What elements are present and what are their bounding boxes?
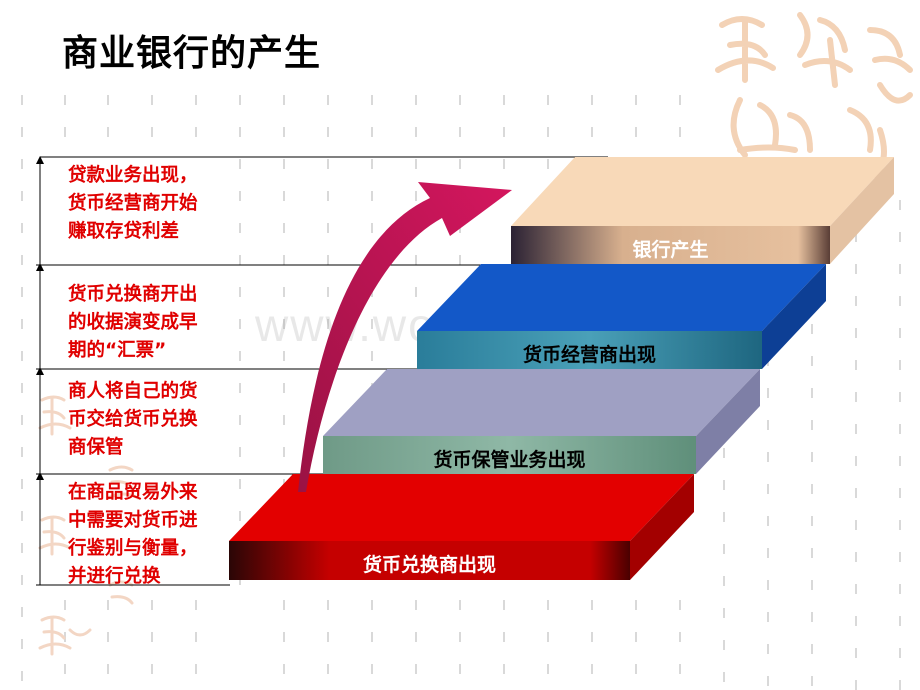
decorative-seal-top-right bbox=[715, 12, 913, 178]
growth-arrow bbox=[298, 182, 512, 492]
stage-text-exchange: 在商品贸易外来 中需要对货币进 行鉴别与衡量， 并进行兑换 bbox=[68, 482, 198, 587]
step-label-custody: 货币保管业务出现 bbox=[433, 449, 586, 471]
stage-text-lending: 贷款业务出现， 货币经营商开始 赚取存贷利差 bbox=[68, 165, 198, 242]
stage-text-draft: 货币兑换商开出 的收据演变成早 期的“汇票” bbox=[68, 284, 198, 361]
page-title: 商业银行的产生 bbox=[62, 33, 322, 74]
step-3-dealer bbox=[417, 264, 826, 369]
timeline bbox=[36, 156, 608, 586]
step-4-bank bbox=[511, 157, 894, 264]
stage-text-custody: 商人将自己的货 币交给货币兑换 商保管 bbox=[68, 381, 198, 458]
step-label-exchange: 货币兑换商出现 bbox=[362, 554, 496, 576]
decorative-seal-left bbox=[38, 395, 140, 656]
step-2-custody bbox=[323, 369, 760, 474]
step-label-bank: 银行产生 bbox=[632, 239, 709, 261]
step-1-exchange bbox=[229, 474, 694, 580]
step-label-dealer: 货币经营商出现 bbox=[522, 344, 656, 366]
